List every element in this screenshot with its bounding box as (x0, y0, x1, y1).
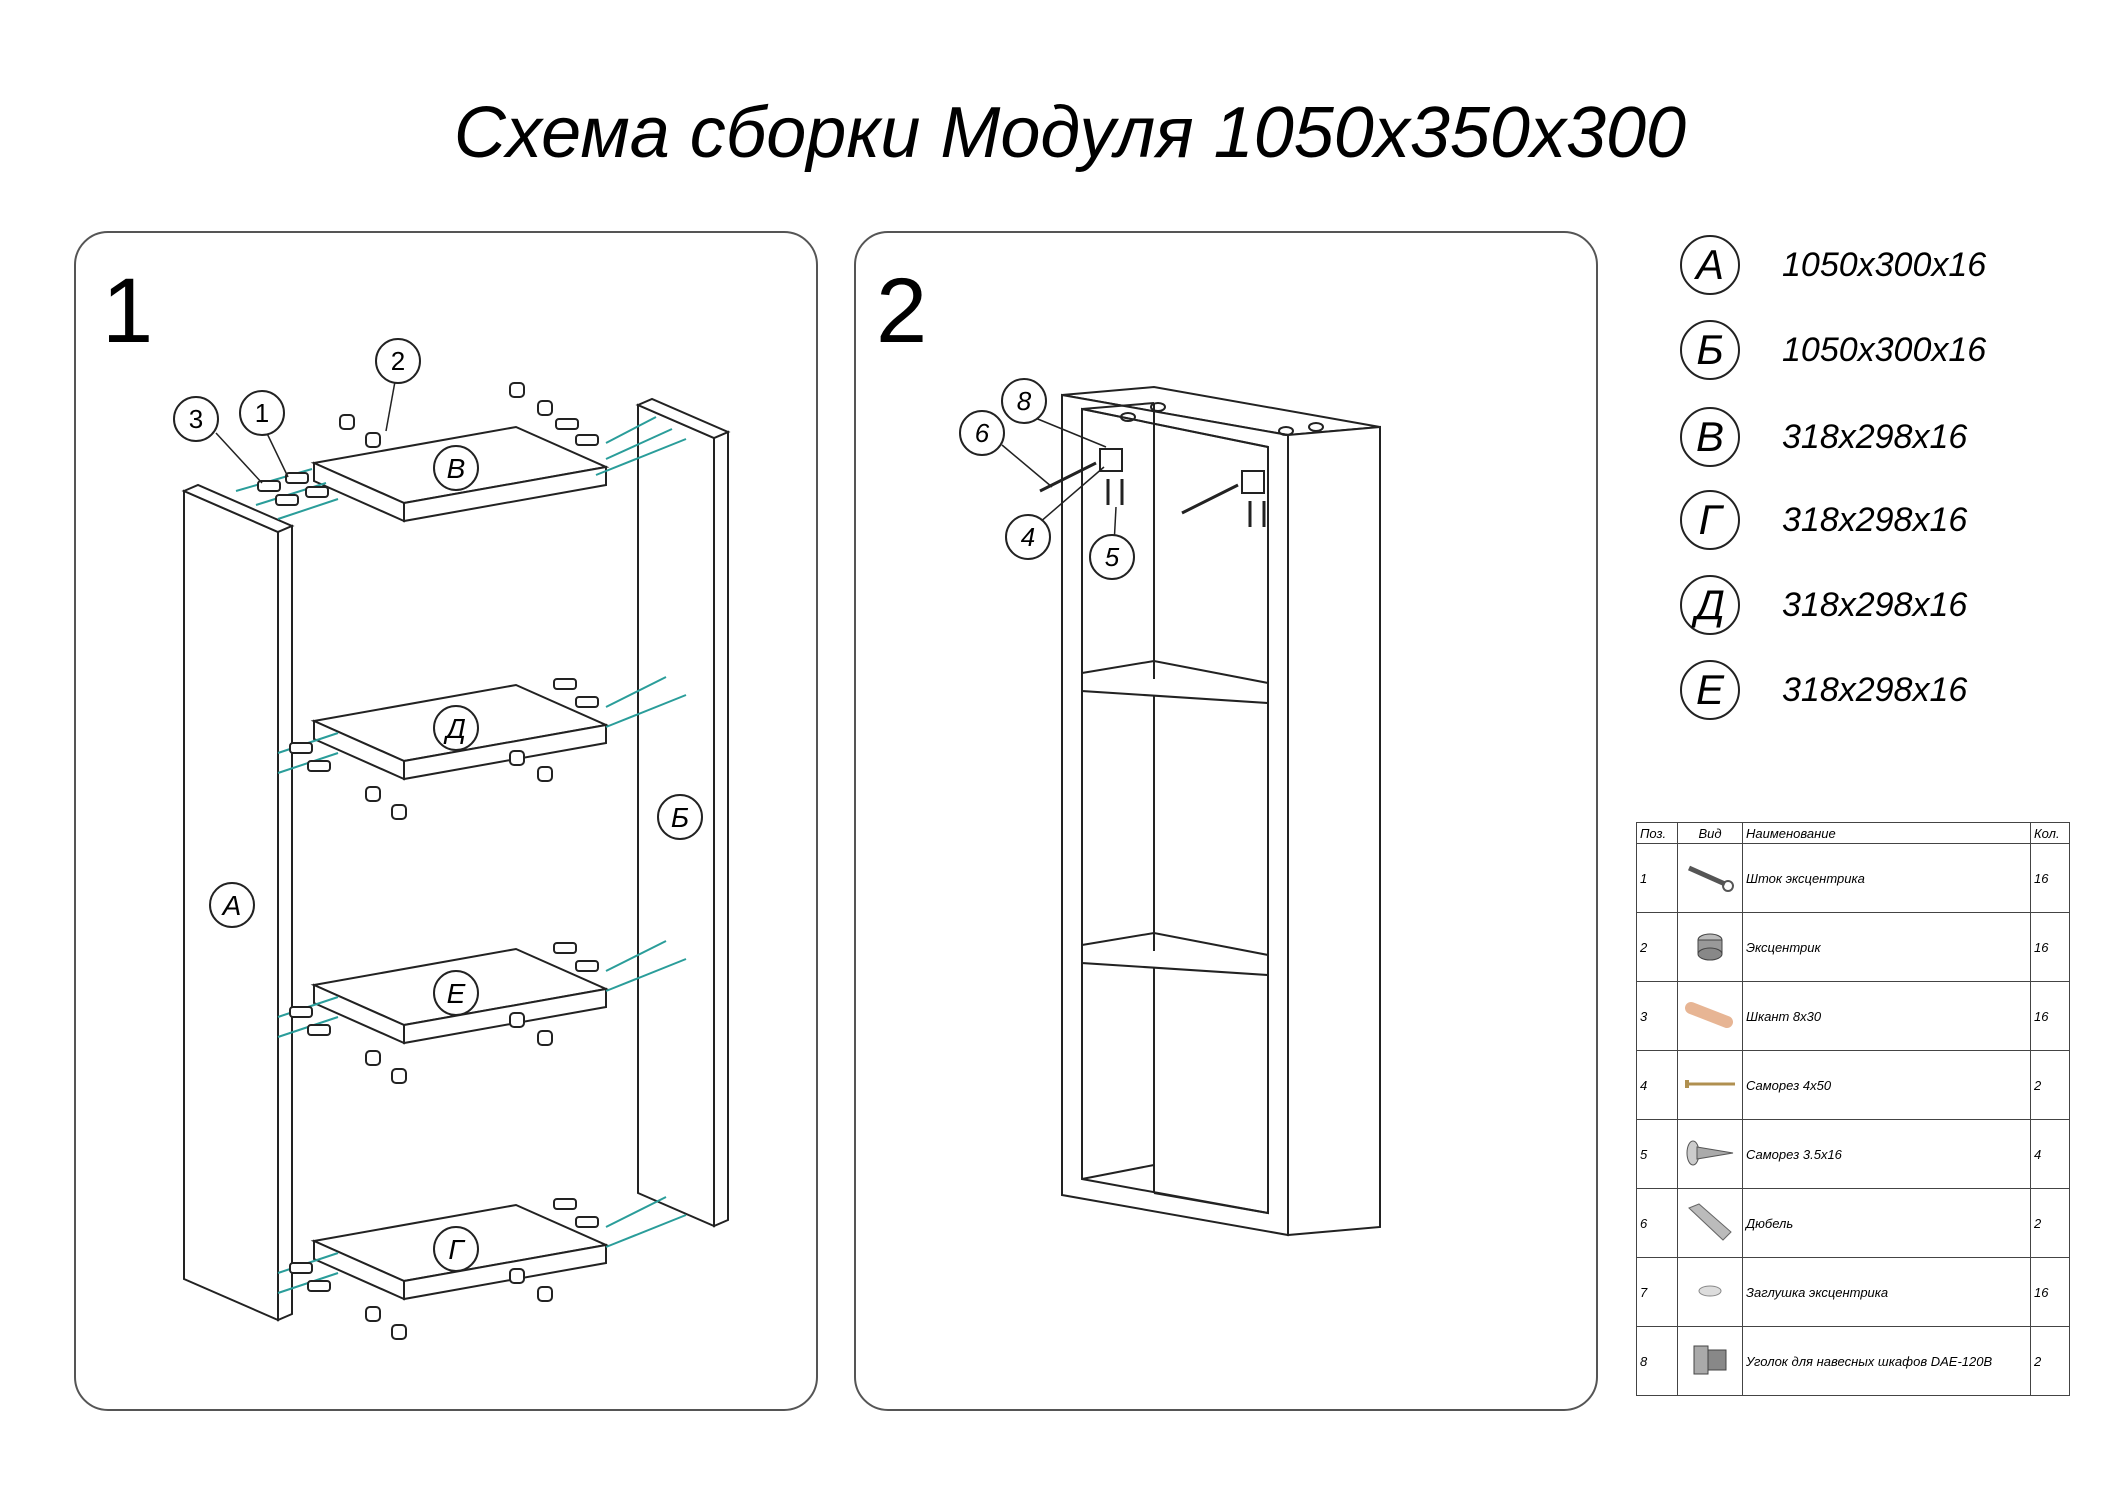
step-2-number: 2 (876, 260, 928, 362)
legend-item-g: Г 318х298х16 (1680, 488, 1967, 552)
screw-long-icon (1685, 1079, 1735, 1088)
cell-pos: 5 (1636, 1119, 1678, 1189)
cell-qty: 16 (2030, 843, 2070, 913)
legend-letter: Г (1680, 490, 1740, 550)
cell-pos: 2 (1636, 912, 1678, 982)
callout-3: 3 (189, 404, 203, 434)
assembled-cabinet (1061, 385, 1381, 1237)
legend-item-e: Е 318х298х16 (1680, 658, 1967, 722)
legend-item-b: Б 1050х300х16 (1680, 318, 1986, 382)
connector-lines (235, 416, 687, 1294)
legend-letter: А (1680, 235, 1740, 295)
fittings (257, 382, 599, 1340)
step-2-panel: 2 (854, 231, 1598, 1411)
cell-qty: 16 (2030, 912, 2070, 982)
cell-pos: 6 (1636, 1188, 1678, 1258)
callout-5: 5 (1105, 542, 1120, 572)
screws-and-plugs (1039, 461, 1266, 527)
table-row: 2 Эксцентрик 16 (1636, 912, 2070, 982)
table-row: 3 Шкант 8х30 16 (1636, 981, 2070, 1051)
label-shelf-d: Д (443, 713, 466, 744)
cell-name: Шкант 8х30 (1742, 981, 2031, 1051)
screw-short-icon (1686, 1140, 1734, 1165)
cell-qty: 4 (2030, 1119, 2070, 1189)
cell-pos: 7 (1636, 1257, 1678, 1327)
legend-dims: 1050х300х16 (1782, 245, 1987, 284)
step-1-number: 1 (102, 260, 154, 362)
legend-item-d: Д 318х298х16 (1680, 573, 1967, 637)
table-row: 7 Заглушка эксцентрика 16 (1636, 1257, 2070, 1327)
callout-1: 1 (255, 398, 269, 428)
header-view: Вид (1677, 822, 1743, 844)
step-1-drawing: 3 1 2 В Д Е Г А Б (173, 338, 731, 1340)
label-shelf-v: В (447, 453, 466, 484)
parts-table: Поз. Вид Наименование Кол. 1 Шток эксцен… (1636, 822, 2070, 1396)
step-1-panel: 1 (74, 231, 818, 1411)
table-row: 8 Уголок для навесных шкафов DAE-120B 2 (1636, 1326, 2070, 1396)
legend-dims: 318х298х16 (1782, 585, 1968, 624)
legend-letter: В (1680, 407, 1740, 467)
cell-pos: 4 (1636, 1050, 1678, 1120)
cap-icon (1698, 1285, 1722, 1296)
callout-6: 6 (975, 418, 990, 448)
table-row: 4 Саморез 4х50 2 (1636, 1050, 2070, 1120)
legend-letter: Б (1680, 320, 1740, 380)
legend-dims: 318х298х16 (1782, 670, 1968, 709)
cell-qty: 2 (2030, 1188, 2070, 1258)
hanging-bracket-icon (1693, 1345, 1727, 1374)
step-2-drawing: 6 8 4 5 (959, 378, 1381, 1237)
cell-qty: 2 (2030, 1050, 2070, 1120)
header-name: Наименование (1742, 822, 2031, 844)
callout-2: 2 (391, 346, 405, 376)
cell-qty: 16 (2030, 981, 2070, 1051)
legend-letter: Е (1680, 660, 1740, 720)
table-row: 6 Дюбель 2 (1636, 1188, 2070, 1258)
cell-pos: 1 (1636, 843, 1678, 913)
legend-dims: 318х298х16 (1782, 417, 1968, 456)
eccentric-rod-icon (1687, 865, 1734, 892)
cell-name: Эксцентрик (1742, 912, 2031, 982)
header-pos: Поз. (1636, 822, 1678, 844)
cell-name: Саморез 4х50 (1742, 1050, 2031, 1120)
label-shelf-g: Г (448, 1234, 465, 1265)
page-title: Схема сборки Модуля 1050х350х300 (453, 93, 1687, 173)
cell-name: Заглушка эксцентрика (1742, 1257, 2031, 1327)
cell-qty: 2 (2030, 1326, 2070, 1396)
legend-dims: 318х298х16 (1782, 500, 1968, 539)
header-qty: Кол. (2030, 822, 2070, 844)
table-row: 1 Шток эксцентрика 16 (1636, 843, 2070, 913)
table-row: 5 Саморез 3.5х16 4 (1636, 1119, 2070, 1189)
callout-4: 4 (1021, 522, 1035, 552)
cell-pos: 3 (1636, 981, 1678, 1051)
cell-qty: 16 (2030, 1257, 2070, 1327)
table-header-row: Поз. Вид Наименование Кол. (1636, 822, 2070, 844)
cell-name: Шток эксцентрика (1742, 843, 2031, 913)
cell-name: Дюбель (1742, 1188, 2031, 1258)
legend-item-a: А 1050х300х16 (1680, 233, 1986, 297)
label-shelf-e: Е (447, 978, 466, 1009)
label-panel-b: Б (671, 802, 689, 833)
cell-name: Саморез 3.5х16 (1742, 1119, 2031, 1189)
dowel-pin-icon (1685, 1001, 1733, 1028)
legend-dims: 1050х300х16 (1782, 330, 1987, 369)
legend-letter: Д (1680, 575, 1740, 635)
cell-name: Уголок для навесных шкафов DAE-120B (1742, 1326, 2031, 1396)
label-panel-a: А (221, 890, 242, 921)
eccentric-icon (1697, 933, 1723, 960)
callout-8: 8 (1017, 386, 1032, 416)
cell-pos: 8 (1636, 1326, 1678, 1396)
wall-brackets (1099, 448, 1265, 494)
legend-item-v: В 318х298х16 (1680, 405, 1967, 469)
wall-plug-icon (1688, 1202, 1732, 1241)
